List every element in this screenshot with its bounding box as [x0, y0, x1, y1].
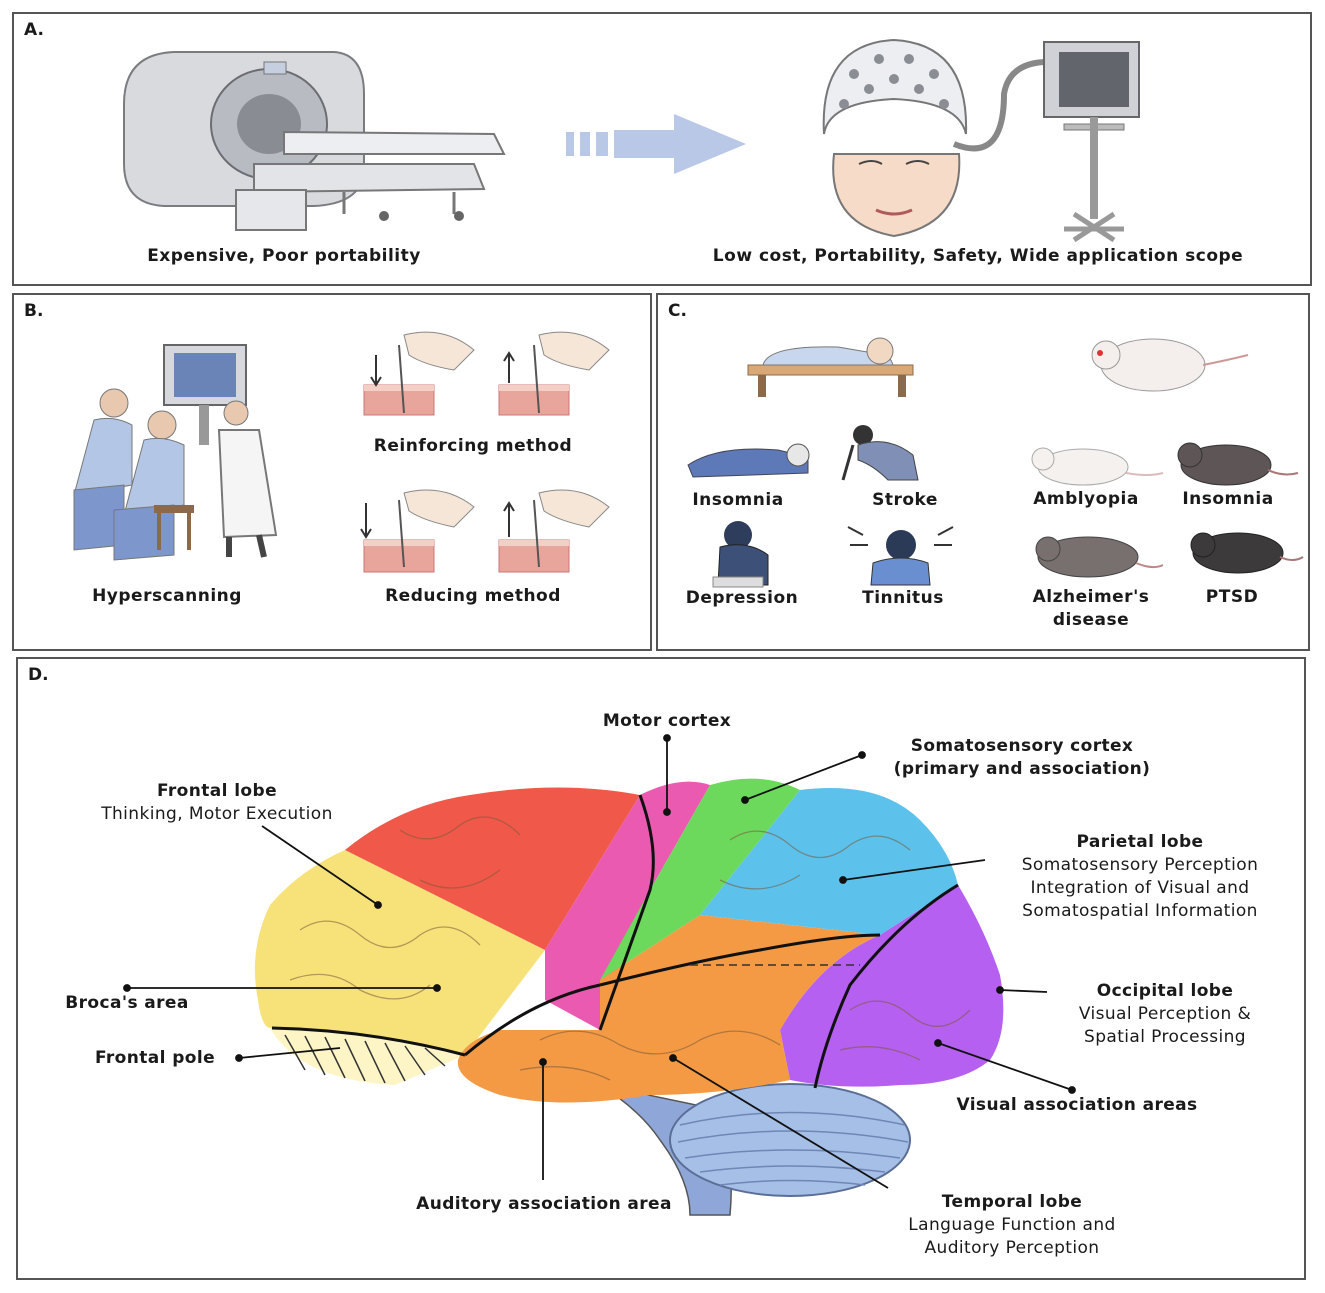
c-insomnia-animal: Insomnia	[1182, 489, 1274, 509]
alzheimers-rat-icon	[1035, 536, 1164, 578]
insomnia-human-icon	[687, 443, 810, 478]
panel-a-illustrations	[123, 38, 1140, 243]
amblyopia-rat-icon	[1031, 447, 1164, 486]
prefrontal-red-region	[345, 787, 640, 950]
somatosensory-region	[600, 778, 800, 980]
panel-c-label: C.	[668, 301, 687, 321]
panel-b: B.	[12, 293, 652, 651]
reinforcing-needle-icon	[363, 331, 610, 416]
cerebellum-region	[669, 1083, 911, 1197]
c-alzheimers: Alzheimer's	[1032, 587, 1150, 607]
reinforcing-caption: Reinforcing method	[373, 436, 573, 456]
ptsd-rat-icon	[1190, 532, 1304, 574]
reducing-needle-icon	[360, 489, 610, 573]
panel-a-right-caption: Low cost, Portability, Safety, Wide appl…	[712, 246, 1244, 266]
c-ptsd: PTSD	[1205, 587, 1259, 607]
patient-on-table-icon	[747, 337, 914, 397]
insomnia-rat-icon	[1177, 442, 1299, 486]
brocas-area-label: Broca's area	[65, 993, 189, 1013]
c-stroke: Stroke	[872, 490, 938, 510]
occipital-lobe-region	[780, 885, 1004, 1087]
stroke-human-icon	[841, 425, 919, 481]
eeg-cap-head-icon	[822, 38, 1045, 238]
rat-icon	[1091, 338, 1249, 392]
panel-b-illustrations	[73, 331, 610, 573]
frontal-pole-label: Frontal pole	[94, 1048, 216, 1068]
auditory-association-label: Auditory association area	[416, 1194, 672, 1214]
c-insomnia-human: Insomnia	[692, 490, 784, 510]
hyperscanning-caption: Hyperscanning	[92, 586, 242, 606]
panel-a: A.	[12, 12, 1312, 286]
c-tinnitus: Tinnitus	[862, 588, 944, 608]
frontal-pole-region	[270, 1028, 465, 1085]
depression-human-icon	[712, 521, 769, 588]
motor-cortex-label: Motor cortex	[602, 711, 732, 731]
visual-association-label: Visual association areas	[956, 1095, 1198, 1115]
parietal-lobe-region	[700, 788, 958, 935]
monitor-stand-icon	[1043, 41, 1140, 243]
arrow-right-icon	[566, 114, 746, 174]
tinnitus-human-icon	[847, 526, 954, 586]
hyperscanning-scene-icon	[73, 344, 278, 561]
mri-scanner-icon	[123, 51, 506, 231]
c-amblyopia: Amblyopia	[1033, 489, 1139, 509]
panel-c-illustrations	[687, 337, 1304, 588]
frontal-lobe-region	[254, 850, 545, 1055]
reducing-caption: Reducing method	[385, 586, 561, 606]
c-depression: Depression	[685, 588, 799, 608]
somatosensory-label: Somatosensory cortex(primary and associa…	[893, 736, 1151, 779]
motor-cortex-region	[545, 781, 710, 1030]
panel-b-label: B.	[24, 301, 44, 321]
panel-a-left-caption: Expensive, Poor portability	[147, 246, 421, 266]
panel-a-label: A.	[24, 20, 44, 40]
panel-d-label: D.	[28, 665, 49, 685]
temporal-lobe-region	[457, 915, 880, 1103]
c-alzheimers-line2: disease	[1052, 610, 1130, 630]
panel-c: C.	[656, 293, 1310, 651]
